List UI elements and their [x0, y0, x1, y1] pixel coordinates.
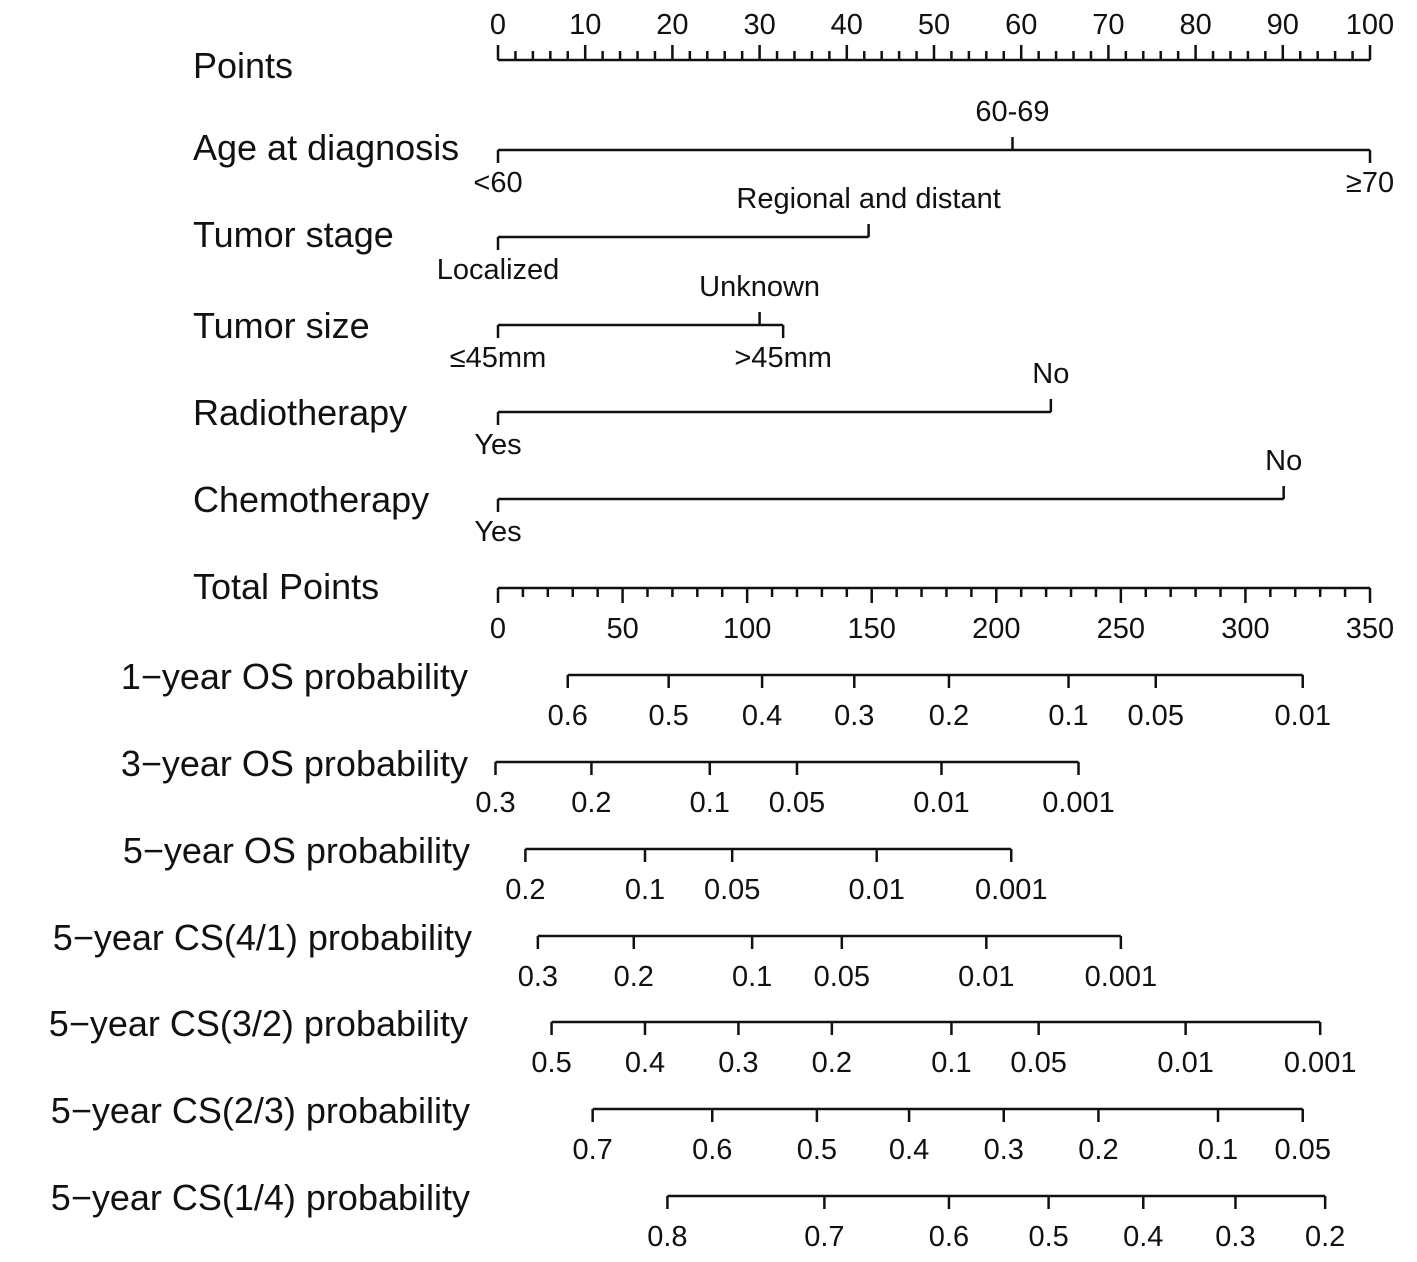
probability-tick-label: 0.1: [690, 787, 730, 819]
total-points-tick-label: 0: [490, 613, 506, 645]
probability-tick-label: 0.1: [1048, 700, 1088, 732]
predictor-label-chemotherapy: Chemotherapy: [193, 479, 429, 520]
total-points-axis-label: Total Points: [193, 566, 379, 607]
probability-axis-label: 5−year CS(2/3) probability: [51, 1090, 470, 1131]
total-points-tick-label: 150: [848, 613, 896, 645]
predictor-level-label: Localized: [437, 254, 560, 286]
predictor-level-label: Yes: [474, 429, 521, 461]
predictor-label-tumor-size: Tumor size: [193, 305, 370, 346]
probability-tick-label: 0.05: [769, 787, 825, 819]
predictor-level-label: Unknown: [699, 271, 820, 303]
probability-tick-label: 0.01: [958, 961, 1014, 993]
probability-tick-label: 0.8: [647, 1221, 687, 1253]
points-axis-tick-label: 70: [1092, 9, 1124, 41]
points-axis-tick-label: 30: [743, 9, 775, 41]
probability-tick-label: 0.3: [1215, 1221, 1255, 1253]
probability-axis-label: 5−year OS probability: [123, 830, 470, 871]
points-axis-tick-label: 80: [1179, 9, 1211, 41]
probability-tick-label: 0.05: [814, 961, 870, 993]
probability-tick-label: 0.3: [834, 700, 874, 732]
probability-tick-label: 0.01: [848, 874, 904, 906]
probability-tick-label: 0.6: [548, 700, 588, 732]
points-axis-label: Points: [193, 45, 293, 86]
predictor-level-label: No: [1265, 445, 1302, 477]
predictor-level-label: >45mm: [734, 342, 832, 374]
points-axis-tick-label: 0: [490, 9, 506, 41]
predictor-level-label: 60-69: [975, 96, 1049, 128]
probability-tick-label: 0.1: [1198, 1134, 1238, 1166]
points-axis-tick-label: 50: [918, 9, 950, 41]
probability-tick-label: 0.2: [614, 961, 654, 993]
total-points-tick-label: 350: [1346, 613, 1394, 645]
probability-tick-label: 0.01: [1275, 700, 1331, 732]
predictor-level-label: <60: [473, 167, 522, 199]
probability-tick-label: 0.2: [812, 1047, 852, 1079]
probability-tick-label: 0.3: [518, 961, 558, 993]
probability-tick-label: 0.2: [1078, 1134, 1118, 1166]
points-axis-tick-label: 10: [569, 9, 601, 41]
probability-tick-label: 0.2: [1305, 1221, 1345, 1253]
probability-tick-label: 0.1: [732, 961, 772, 993]
probability-tick-label: 0.05: [1010, 1047, 1066, 1079]
probability-tick-label: 0.1: [625, 874, 665, 906]
probability-tick-label: 0.01: [913, 787, 969, 819]
probability-tick-label: 0.05: [1275, 1134, 1331, 1166]
predictor-level-label: Yes: [474, 516, 521, 548]
probability-tick-label: 0.4: [625, 1047, 665, 1079]
total-points-tick-label: 300: [1221, 613, 1269, 645]
probability-tick-label: 0.001: [1042, 787, 1115, 819]
probability-tick-label: 0.6: [692, 1134, 732, 1166]
total-points-tick-label: 100: [723, 613, 771, 645]
probability-tick-label: 0.3: [475, 787, 515, 819]
probability-axis-label: 5−year CS(4/1) probability: [53, 917, 472, 958]
predictor-level-label: ≥70: [1346, 167, 1394, 199]
probability-tick-label: 0.3: [718, 1047, 758, 1079]
probability-axis-label: 1−year OS probability: [121, 656, 468, 697]
predictor-level-label: ≤45mm: [450, 342, 547, 374]
points-axis-tick-label: 20: [656, 9, 688, 41]
probability-tick-label: 0.05: [704, 874, 760, 906]
probability-tick-label: 0.001: [1284, 1047, 1357, 1079]
probability-tick-label: 0.001: [1085, 961, 1158, 993]
points-axis-tick-label: 90: [1267, 9, 1299, 41]
probability-tick-label: 0.4: [1123, 1221, 1163, 1253]
probability-tick-label: 0.1: [931, 1047, 971, 1079]
probability-tick-label: 0.3: [984, 1134, 1024, 1166]
probability-tick-label: 0.5: [797, 1134, 837, 1166]
points-axis-tick-label: 60: [1005, 9, 1037, 41]
probability-tick-label: 0.01: [1157, 1047, 1213, 1079]
probability-tick-label: 0.7: [804, 1221, 844, 1253]
total-points-tick-label: 50: [606, 613, 638, 645]
points-axis-tick-label: 100: [1346, 9, 1394, 41]
axis-lines-layer: [494, 45, 1372, 1209]
probability-tick-label: 0.5: [531, 1047, 571, 1079]
probability-tick-label: 0.001: [975, 874, 1048, 906]
probability-tick-label: 0.6: [929, 1221, 969, 1253]
predictor-label-radiotherapy: Radiotherapy: [193, 392, 407, 433]
predictor-level-label: Regional and distant: [736, 183, 1000, 215]
probability-axis-label: 3−year OS probability: [121, 743, 468, 784]
probability-tick-label: 0.2: [571, 787, 611, 819]
probability-tick-label: 0.7: [573, 1134, 613, 1166]
predictor-label-tumor-stage: Tumor stage: [193, 214, 394, 255]
probability-tick-label: 0.05: [1128, 700, 1184, 732]
total-points-tick-label: 200: [972, 613, 1020, 645]
probability-tick-label: 0.2: [929, 700, 969, 732]
total-points-tick-label: 250: [1097, 613, 1145, 645]
predictor-label-age-at-diagnosis: Age at diagnosis: [193, 127, 459, 168]
probability-axis-label: 5−year CS(1/4) probability: [51, 1177, 470, 1218]
probability-tick-label: 0.4: [889, 1134, 929, 1166]
probability-tick-label: 0.5: [1028, 1221, 1068, 1253]
probability-tick-label: 0.4: [742, 700, 782, 732]
points-axis-tick-label: 40: [831, 9, 863, 41]
probability-tick-label: 0.5: [648, 700, 688, 732]
probability-axis-label: 5−year CS(3/2) probability: [49, 1003, 468, 1044]
probability-tick-label: 0.2: [505, 874, 545, 906]
predictor-level-label: No: [1032, 358, 1069, 390]
